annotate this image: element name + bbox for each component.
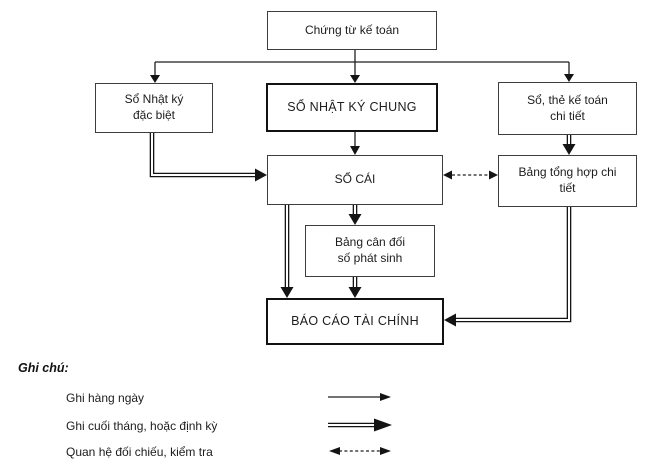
legend-item-daily-label: Ghi hàng ngày [66,390,145,405]
box-general-ledger-label: SỔ CÁI [334,172,376,187]
box-general-journal-label: SỔ NHẬT KÝ CHUNG [287,100,417,115]
periodic-arrow-special-journal-to-ledger [149,133,267,182]
periodic-arrow-summary-to-report [444,207,572,327]
box-accounting-documents: Chứng từ kế toán [267,11,437,50]
periodic-arrow-trial-balance-to-report [348,277,362,298]
box-general-ledger: SỔ CÁI [267,155,443,205]
legend-item-daily: Ghi hàng ngày [66,388,406,407]
box-detail-summary: Bảng tổng hợp chi tiết [498,155,637,207]
box-general-journal: SỔ NHẬT KÝ CHUNG [266,83,438,132]
box-special-journal: Sổ Nhật ký đặc biệt [95,83,213,133]
periodic-arrow-detail-cards-to-summary [562,135,576,155]
legend-item-periodic: Ghi cuối tháng, hoặc định kỳ [66,416,406,435]
box-financial-report: BÁO CÁO TÀI CHÍNH [266,298,444,345]
box-detail-ledger-cards-label: Sổ, thẻ kế toán chi tiết [527,92,608,123]
legend-item-periodic-label: Ghi cuối tháng, hoặc định kỳ [66,418,218,433]
periodic-arrow-ledger-to-trial-balance [348,205,362,225]
legend-title: Ghi chú: [18,361,69,375]
box-accounting-documents-label: Chứng từ kế toán [304,22,400,37]
legend-item-reconciliation: Quan hệ đối chiếu, kiểm tra [66,442,406,461]
box-trial-balance-label: Bảng cân đối số phát sinh [334,235,406,265]
double-solid-arrow-icon [328,418,392,432]
box-detail-ledger-cards: Sổ, thẻ kế toán chi tiết [498,82,637,135]
box-special-journal-label: Sổ Nhật ký đặc biệt [124,92,184,122]
legend-item-reconciliation-label: Quan hệ đối chiếu, kiểm tra [66,444,213,459]
dashed-double-headed-arrow-icon [329,447,391,455]
box-detail-summary-label: Bảng tổng hợp chi tiết [518,165,617,195]
single-solid-arrow-icon [328,393,391,401]
reconciliation-arrow-ledger-summary [443,170,498,180]
box-financial-report-label: BÁO CÁO TÀI CHÍNH [291,314,419,329]
box-trial-balance: Bảng cân đối số phát sinh [305,225,435,277]
periodic-arrow-ledger-to-report [280,205,294,298]
